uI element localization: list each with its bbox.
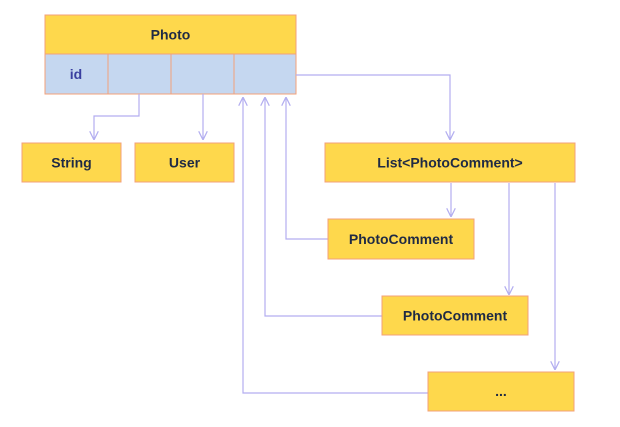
connectors	[94, 74, 555, 394]
user-box: User	[134, 142, 235, 183]
arrow-field-to-list	[296, 74, 450, 139]
arrow-comment-1-to-photo	[286, 98, 328, 240]
ellipsis-label: ...	[495, 383, 507, 399]
photo-comment-1-label: PhotoComment	[349, 231, 454, 247]
arrow-field-to-string	[94, 94, 140, 139]
arrow-comment-2-to-photo	[265, 98, 382, 317]
photo-comment-box-2: PhotoComment	[381, 295, 529, 336]
photo-title: Photo	[151, 27, 191, 43]
arrow-ellipsis-to-photo	[243, 98, 428, 394]
string-box: String	[21, 142, 122, 183]
photo-class-box: Photo id	[44, 14, 297, 95]
photo-header	[44, 14, 297, 55]
list-label: List<PhotoComment>	[377, 155, 522, 171]
field-id: id	[70, 66, 82, 82]
user-label: User	[169, 155, 201, 171]
ellipsis-box: ...	[427, 371, 575, 412]
photo-comment-2-label: PhotoComment	[403, 308, 508, 324]
photo-comment-box-1: PhotoComment	[327, 218, 475, 260]
string-label: String	[51, 155, 91, 171]
list-box: List<PhotoComment>	[324, 142, 576, 183]
